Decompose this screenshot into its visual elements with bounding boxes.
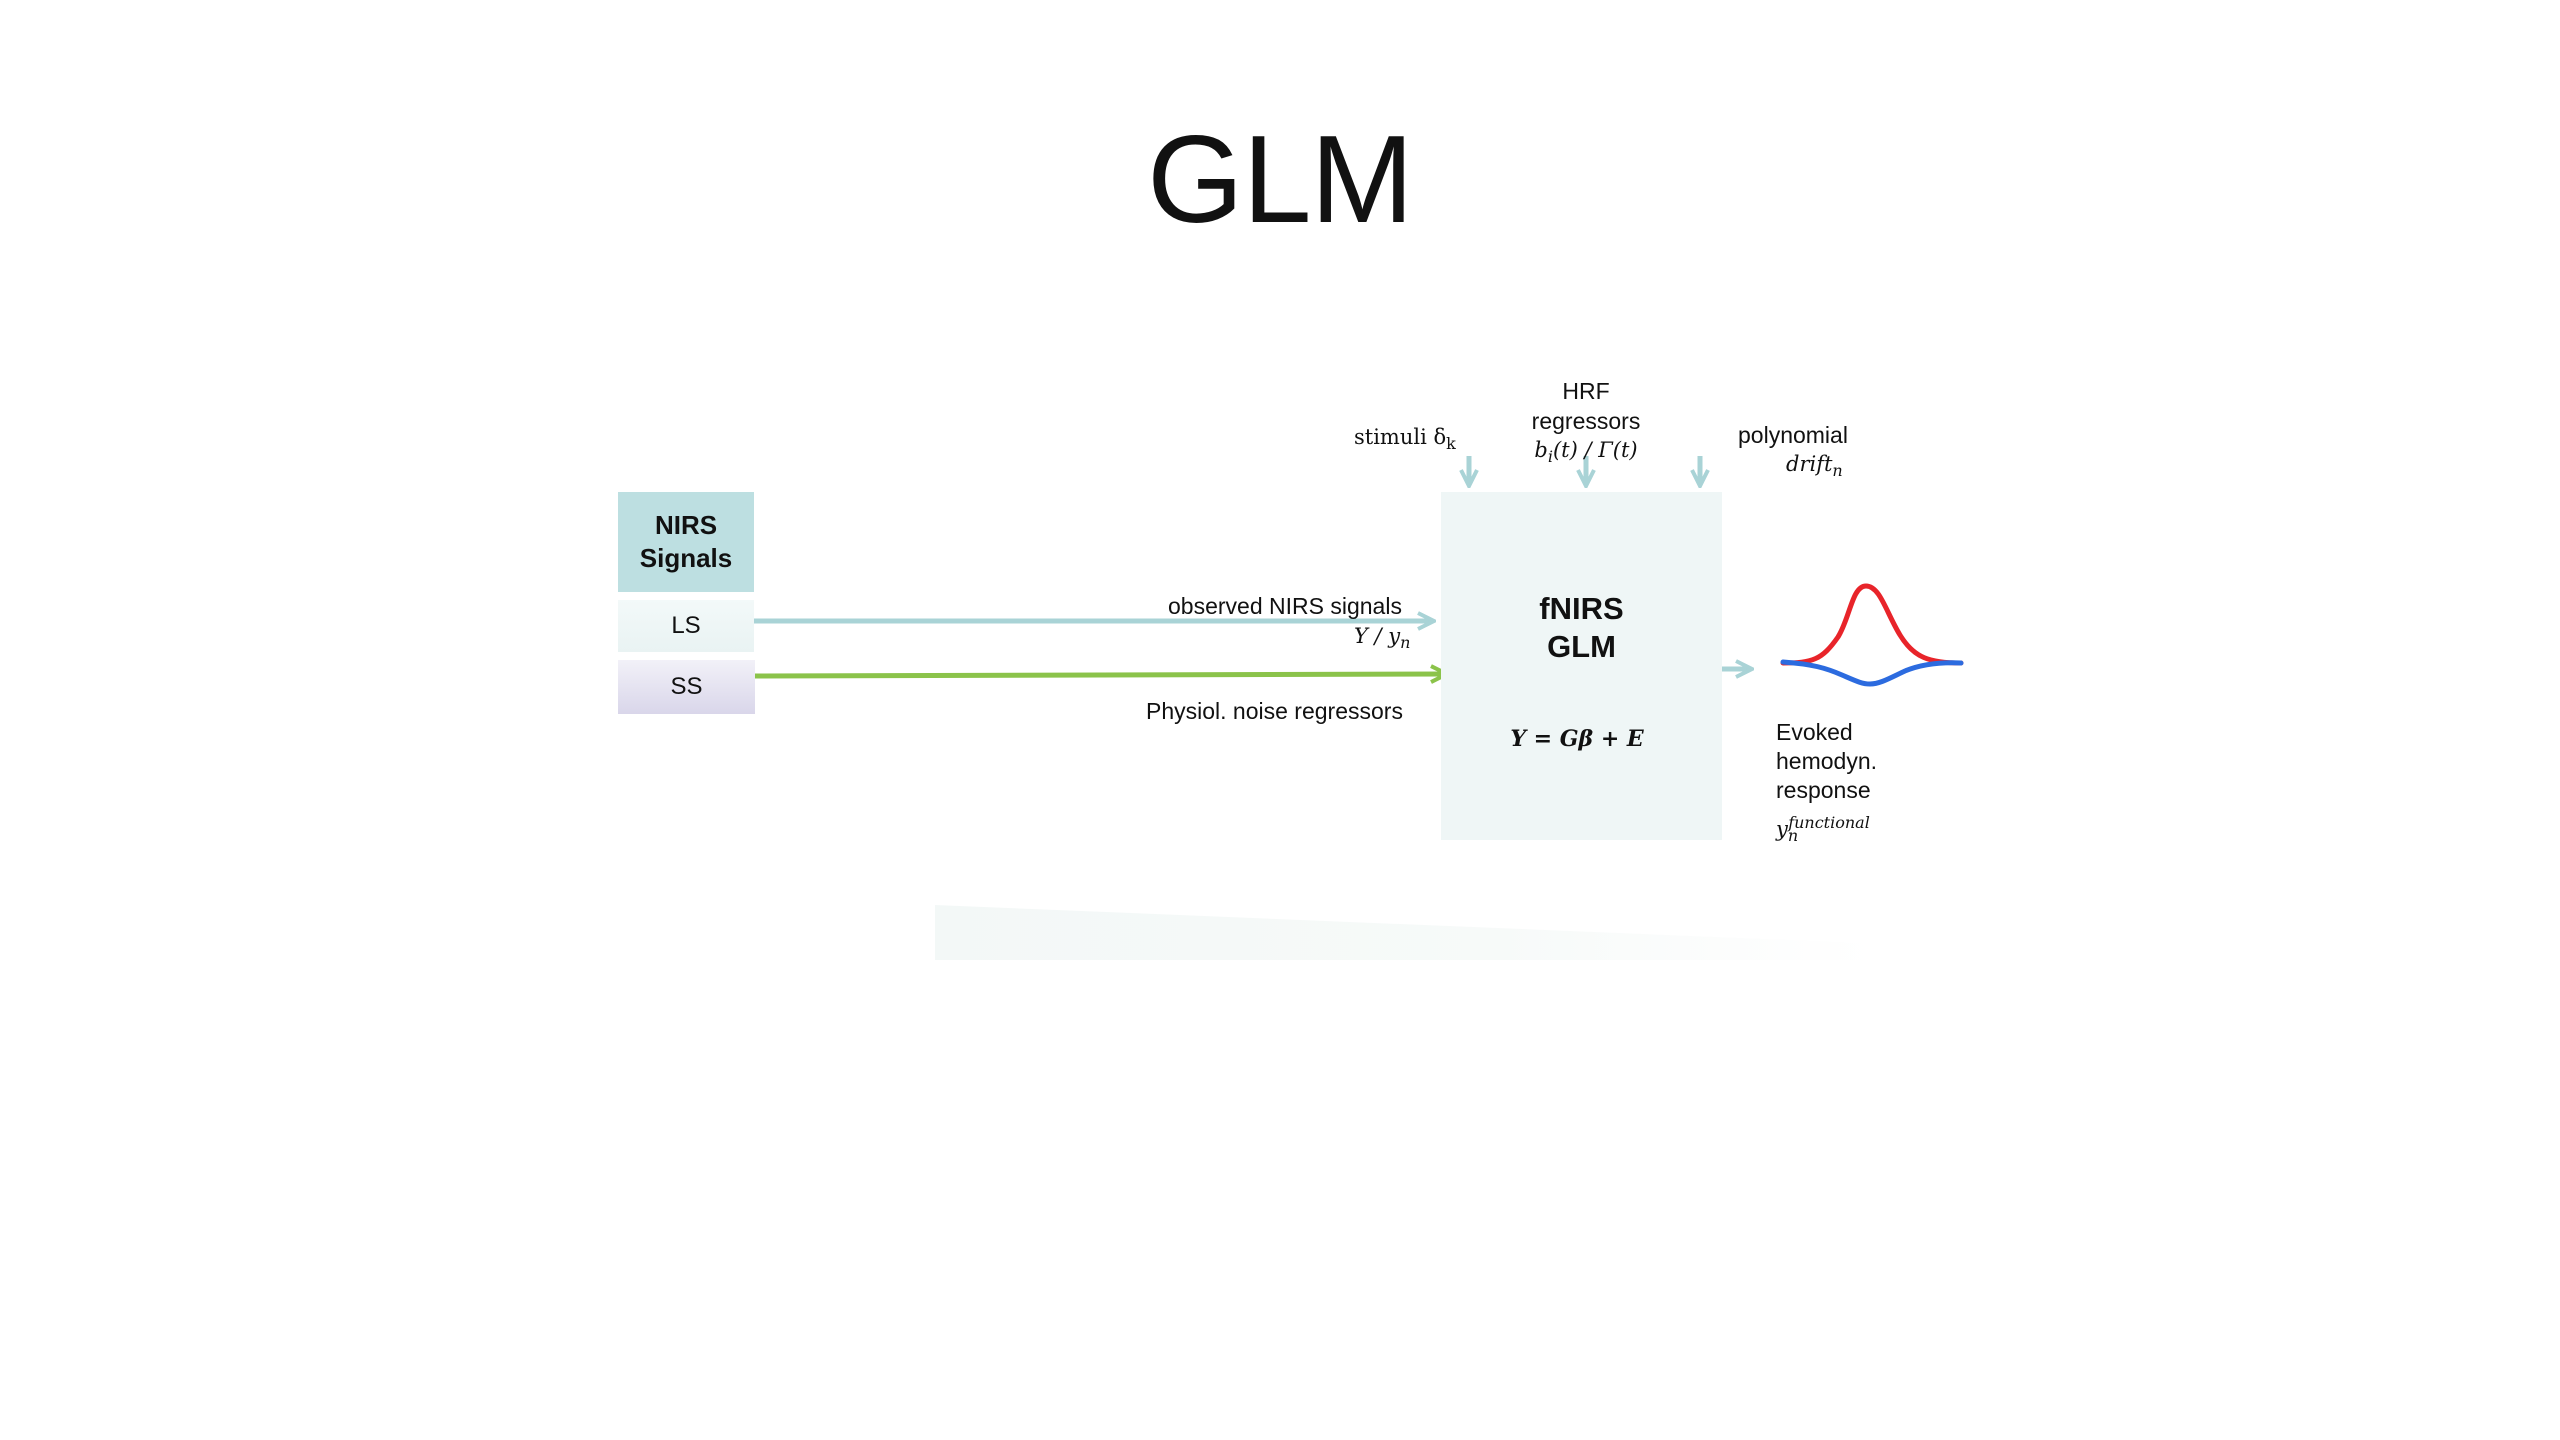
poly-label-line1: polynomial: [1738, 422, 1848, 448]
glm-title-line1: fNIRS: [1539, 591, 1624, 626]
nirs-signals-header-line1: NIRS: [654, 510, 718, 540]
nirs-signals-header: NIRS Signals: [618, 492, 754, 592]
glm-equation: Y = Gβ + E: [1510, 726, 1644, 752]
observed-signals-label-line1: observed NIRS signals: [1168, 593, 1402, 619]
output-label-line3: response: [1776, 777, 1871, 803]
ss-label: SS: [670, 673, 703, 700]
fnirs-glm-box: fNIRS GLM Y = Gβ + E: [1441, 492, 1722, 840]
output-symbol: ynfunctional: [1776, 813, 1870, 846]
poly-label-line2: driftn: [1786, 452, 1843, 481]
output-label-line2: hemodyn.: [1776, 748, 1878, 774]
ls-signal-box: LS: [618, 600, 754, 652]
stimuli-label: stimuli δk: [1354, 425, 1456, 454]
output-label-line1: Evoked: [1776, 719, 1853, 745]
glm-box-title: fNIRS GLM: [1441, 590, 1722, 666]
hrf-label-line3: bi(t) / Γ(t): [1534, 438, 1638, 467]
hbr-curve: [1780, 659, 1964, 687]
hbo-curve: [1780, 583, 1964, 666]
physio-noise-label: Physiol. noise regressors: [1146, 698, 1403, 724]
slide-title: GLM: [1147, 111, 1414, 249]
glm-title-line2: GLM: [1547, 629, 1616, 664]
hrf-label-line1: HRF: [1562, 378, 1610, 404]
nirs-signals-header-line2: Signals: [639, 543, 733, 573]
ss-signal-box: SS: [618, 660, 755, 714]
hrf-label-line2: regressors: [1531, 408, 1641, 434]
observed-signals-label-line2: Y / yn: [1354, 624, 1411, 653]
ss-arrow: [754, 674, 1445, 676]
ls-label: LS: [671, 612, 701, 639]
